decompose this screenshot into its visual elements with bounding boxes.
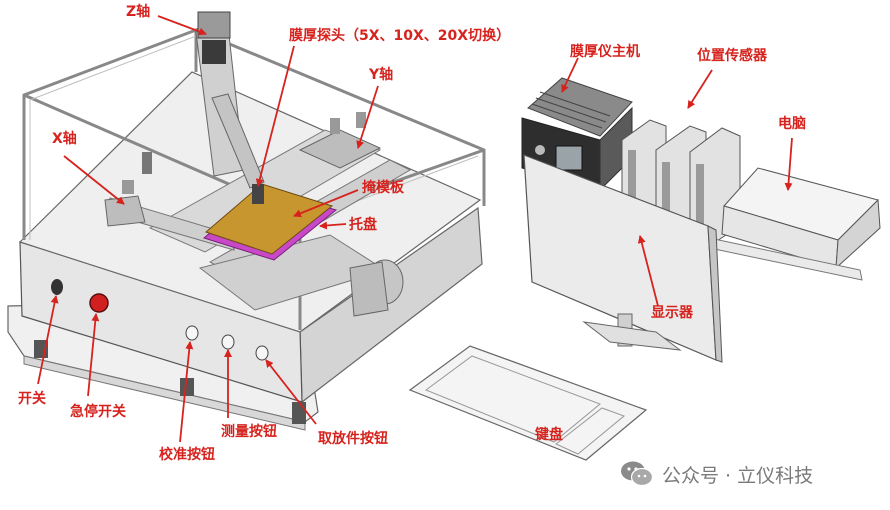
arrow-tray [319, 221, 347, 230]
arrow-monitor [637, 235, 659, 307]
arrow-y-axis [356, 85, 379, 149]
arrow-power-switch [37, 295, 59, 385]
label-pick-place-button: 取放件按钮 [318, 431, 388, 447]
watermark-text: 公众号 · 立仪科技 [662, 464, 814, 487]
label-y-axis: Y轴 [369, 67, 394, 83]
arrow-position-sensor [687, 69, 713, 109]
label-keyboard: 键盘 [535, 427, 563, 443]
label-z-axis: Z轴 [126, 4, 151, 20]
keyboard [408, 345, 648, 461]
label-monitor: 显示器 [651, 305, 693, 321]
leader-lines [37, 15, 793, 443]
label-computer: 电脑 [778, 116, 806, 132]
label-host: 膜厚仪主机 [570, 44, 640, 60]
arrow-calibrate-button [179, 341, 194, 443]
label-calibrate-button: 校准按钮 [159, 447, 215, 463]
arrow-z-axis [157, 15, 207, 36]
arrow-mask [293, 189, 359, 218]
label-x-axis: X轴 [52, 131, 77, 147]
label-probe: 膜厚探头（5X、10X、20X切换） [289, 28, 511, 44]
arrow-emergency-stop [87, 313, 100, 397]
monitor [523, 154, 723, 363]
arrow-pick-place-button [265, 359, 317, 425]
wechat-icon [621, 461, 654, 487]
arrow-computer [784, 137, 793, 191]
measurement-machine [7, 11, 486, 431]
arrow-probe [255, 45, 295, 187]
arrow-host [561, 57, 579, 93]
label-position-sensor: 位置传感器 [697, 48, 767, 64]
label-mask: 掩模板 [362, 180, 404, 196]
watermark: 公众号 · 立仪科技 [620, 460, 813, 488]
label-power-switch: 开关 [18, 391, 46, 407]
label-measure-button: 测量按钮 [221, 424, 277, 440]
arrow-x-axis [63, 155, 125, 205]
label-emergency-stop: 急停开关 [70, 404, 126, 420]
label-tray: 托盘 [349, 217, 377, 233]
